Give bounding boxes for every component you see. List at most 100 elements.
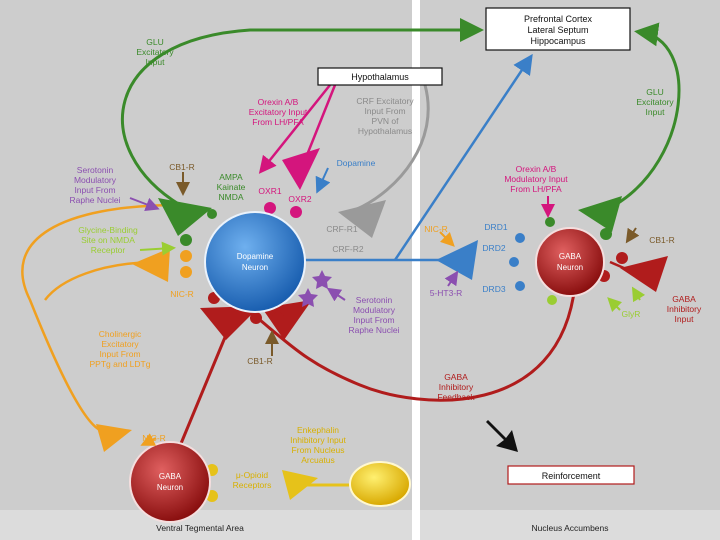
svg-text:Input From: Input From	[74, 185, 115, 195]
reinforcement-arrow-icon	[486, 420, 518, 452]
svg-text:Excitatory: Excitatory	[101, 339, 139, 349]
svg-text:μ-Opioid: μ-Opioid	[236, 470, 269, 480]
cb1-top-label: CB1-R	[169, 162, 195, 172]
svg-text:Hypothalamus: Hypothalamus	[358, 126, 412, 136]
gaba-nac-neuron	[535, 227, 605, 297]
svg-text:Cholinergic: Cholinergic	[99, 329, 142, 339]
svg-text:Inhibitory: Inhibitory	[439, 382, 474, 392]
svg-text:Input: Input	[675, 314, 695, 324]
footer-band	[0, 510, 720, 540]
gaba-nac-label: Neuron	[557, 263, 583, 272]
svg-text:Arcuatus: Arcuatus	[301, 455, 335, 465]
orexin-terminal	[282, 148, 320, 190]
svg-text:Excitatory: Excitatory	[136, 47, 174, 57]
target-label: Lateral Septum	[527, 25, 588, 35]
svg-text:Input: Input	[146, 57, 166, 67]
gaba-feedback-terminal	[262, 300, 312, 340]
targets-box	[485, 7, 631, 51]
cholinergic-path	[21, 203, 181, 432]
svg-text:Modulatory: Modulatory	[353, 305, 396, 315]
oxr1-label: OXR1	[258, 186, 281, 196]
gaba-feedback-path	[259, 284, 577, 402]
svg-text:Feedback: Feedback	[437, 392, 475, 402]
crf-r2-label: CRF-R2	[332, 244, 363, 254]
nac-region-label: Nucleus Accumbens	[531, 523, 608, 533]
nic-r-left-label: NIC-R	[170, 289, 194, 299]
gaba-vta-label: Neuron	[157, 483, 183, 492]
dopamine-neuron-label: Neuron	[242, 263, 268, 272]
svg-text:From Nucleus: From Nucleus	[292, 445, 345, 455]
orexin-vta-label: Orexin A/B Excitatory Input From LH/PFA	[249, 97, 308, 127]
drd3-label: DRD3	[482, 284, 505, 294]
svg-text:Excitatory Input: Excitatory Input	[249, 107, 308, 117]
svg-text:CRF Excitatory: CRF Excitatory	[356, 96, 414, 106]
svg-text:Raphe Nuclei: Raphe Nuclei	[69, 195, 120, 205]
svg-text:GABA: GABA	[672, 294, 696, 304]
svg-text:From LH/PFA: From LH/PFA	[510, 184, 562, 194]
dopamine-cortex-path	[393, 53, 533, 261]
crf-terminal	[338, 200, 386, 238]
ht3-label: 5-HT3-R	[430, 288, 463, 298]
svg-text:Input From: Input From	[364, 106, 405, 116]
receptor-group-gaba-nac	[509, 217, 628, 305]
dopamine-input-label: Dopamine	[337, 158, 376, 168]
svg-text:Raphe Nuclei: Raphe Nuclei	[348, 325, 399, 335]
oxr2-label: OXR2	[288, 194, 311, 204]
nic-r-nac-label: NIC-R	[424, 224, 448, 234]
panel-divider	[412, 0, 420, 540]
svg-text:Receptors: Receptors	[233, 480, 272, 490]
gaba-vta-neuron	[129, 441, 211, 523]
svg-text:Orexin A/B: Orexin A/B	[258, 97, 299, 107]
glycine-label: Glycine-Binding Site on NMDA Receptor	[78, 225, 138, 255]
nic-r-bottom-label: NIC-R	[142, 433, 166, 443]
gaba-inhib-input-label: GABA Inhibitory Input	[667, 294, 702, 324]
svg-text:Receptor: Receptor	[91, 245, 126, 255]
svg-text:GLU: GLU	[646, 87, 663, 97]
cholinergic-gaba-terminal	[96, 424, 132, 452]
reinforcement-label: Reinforcement	[542, 471, 601, 481]
svg-text:Input: Input	[646, 107, 666, 117]
cholinergic-label: Cholinergic Excitatory Input From PPTg a…	[90, 329, 151, 369]
dopamine-neuron-label: Dopamine	[237, 252, 274, 261]
svg-text:Enkephalin: Enkephalin	[297, 425, 339, 435]
svg-text:NMDA: NMDA	[218, 192, 243, 202]
svg-text:GABA: GABA	[444, 372, 468, 382]
glu-left-path	[121, 18, 484, 207]
glu-right-path	[614, 22, 681, 207]
svg-text:Kainate: Kainate	[217, 182, 246, 192]
svg-text:Glycine-Binding: Glycine-Binding	[78, 225, 138, 235]
mu-opioid-label: μ-Opioid Receptors	[233, 470, 272, 490]
svg-text:Input From: Input From	[99, 349, 140, 359]
svg-text:GLU: GLU	[146, 37, 163, 47]
serotonin-star-icon	[298, 288, 318, 307]
svg-text:AMPA: AMPA	[219, 172, 243, 182]
hypothalamus-label: Hypothalamus	[351, 72, 409, 82]
vta-region-label: Ventral Tegmental Area	[156, 523, 244, 533]
svg-text:Modulatory: Modulatory	[74, 175, 117, 185]
svg-text:Inhibitory Input: Inhibitory Input	[290, 435, 346, 445]
drd1-label: DRD1	[484, 222, 507, 232]
crf-r1-label: CRF-R1	[326, 224, 357, 234]
gaba-vta-label: GABA	[159, 472, 182, 481]
glu-right-label: GLU Excitatory Input	[636, 87, 674, 117]
svg-text:Orexin A/B: Orexin A/B	[516, 164, 557, 174]
serotonin-star-icon	[312, 270, 332, 289]
serotonin-low-label: Serotonin Modulatory Input From Raphe Nu…	[348, 295, 399, 335]
dopamine-neuron	[204, 211, 306, 313]
serotonin-left-label: Serotonin Modulatory Input From Raphe Nu…	[69, 165, 120, 205]
glu-left-label: GLU Excitatory Input	[136, 37, 174, 67]
cb1-low-label: CB1-R	[247, 356, 273, 366]
drd2-label: DRD2	[482, 243, 505, 253]
svg-text:Serotonin: Serotonin	[356, 295, 393, 305]
svg-text:Input From: Input From	[353, 315, 394, 325]
svg-text:From LH/PFA: From LH/PFA	[252, 117, 304, 127]
svg-text:PVN of: PVN of	[372, 116, 400, 126]
gaba-vta-terminal	[200, 306, 260, 340]
ampa-label: AMPA Kainate NMDA	[217, 172, 246, 202]
gaba-vta-axon	[173, 329, 230, 459]
target-label: Hippocampus	[530, 36, 586, 46]
svg-text:Modulatory Input: Modulatory Input	[504, 174, 568, 184]
gaba-feedback-label: GABA Inhibitory Feedback	[437, 372, 475, 402]
